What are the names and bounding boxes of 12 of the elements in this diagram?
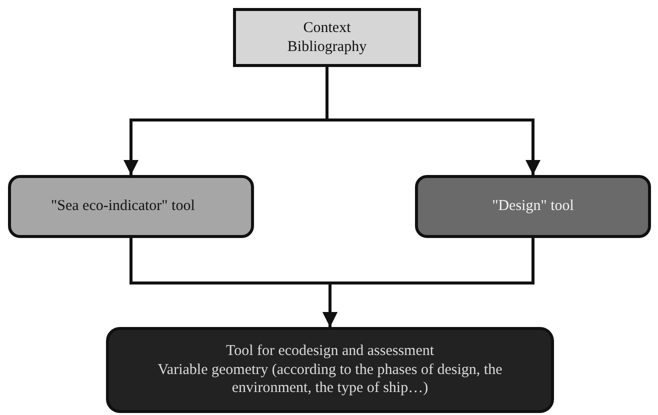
box-label: Context	[303, 18, 351, 38]
box-label: Bibliography	[287, 38, 367, 56]
arrow	[326, 67, 540, 175]
process-box	[106, 327, 554, 413]
box-label: Tool for ecodesign and assessment	[226, 342, 434, 361]
box-label: "Design" tool	[492, 197, 574, 216]
process-box	[415, 175, 651, 238]
box-label: Variable geometry (according to the phases of design, the environment, the type of ship…)	[156, 360, 504, 398]
process-box	[8, 175, 254, 238]
box-label: "Sea eco-indicator" tool	[51, 197, 195, 216]
arrow	[322, 238, 534, 327]
process-box	[233, 8, 421, 67]
